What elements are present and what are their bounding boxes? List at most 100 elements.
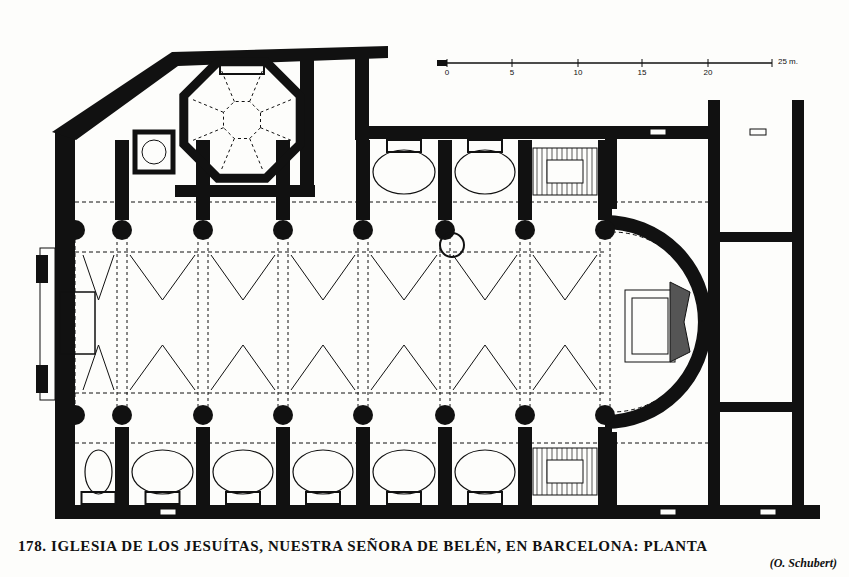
dome-rib (221, 138, 234, 170)
vault-rib (130, 255, 195, 300)
chapel-altar (468, 140, 502, 152)
scale-number: 5 (510, 69, 514, 78)
scale-tick (772, 59, 773, 67)
pier (193, 405, 213, 425)
scale-bar (437, 60, 447, 66)
vault-line (117, 230, 118, 415)
spiral-stair (142, 140, 166, 164)
stair-well (547, 160, 583, 183)
chapel-altar (220, 62, 264, 74)
pier (353, 405, 373, 425)
vault-rib (453, 345, 517, 390)
dome-rib (250, 138, 263, 170)
facade-ornament (36, 365, 48, 393)
scale-number: 0 (445, 69, 449, 78)
vault-rib (533, 345, 597, 390)
vault-line (288, 230, 289, 415)
wall (175, 185, 315, 197)
chapel-altar (226, 492, 260, 504)
wall (55, 505, 820, 519)
vault-line (75, 252, 605, 253)
retable (670, 282, 690, 362)
chapel-wall (276, 427, 290, 507)
dome-rib (191, 99, 223, 112)
chapel-oval (293, 450, 353, 494)
pier (193, 220, 213, 240)
stair-step (537, 448, 538, 495)
chapel-altar (387, 140, 421, 152)
wall (720, 232, 792, 242)
lantern (224, 102, 261, 139)
wall (605, 126, 708, 139)
dome-rib (260, 99, 292, 112)
author-credit: (O. Schubert) (770, 557, 837, 570)
scale-number: 10 (574, 69, 583, 78)
vault-line (278, 230, 279, 415)
chapel-altar (468, 492, 502, 504)
vault-rib (211, 345, 275, 390)
chapel-wall (356, 140, 370, 220)
vault-line (530, 230, 531, 415)
vault-line (208, 230, 209, 415)
chapel-wall (115, 140, 129, 220)
vault-line (520, 230, 521, 415)
stair-step (587, 148, 588, 195)
stair-step (592, 148, 593, 195)
pier (515, 405, 535, 425)
vault-rib (533, 255, 597, 300)
scale-tick (708, 59, 709, 67)
chapel-wall (115, 427, 129, 507)
spiral-stair (440, 233, 464, 257)
vault-rib (371, 255, 437, 300)
chapel-altar (387, 492, 421, 504)
vault-line (610, 230, 611, 415)
chapel-altar (146, 492, 180, 504)
chapel-wall (356, 427, 370, 507)
dome-rib (191, 128, 223, 141)
apse-wall (605, 222, 705, 422)
vault-rib (371, 345, 437, 390)
chapel-wall (438, 427, 452, 507)
scale-tick (512, 59, 513, 67)
window (160, 509, 176, 515)
octagon-chapel (184, 62, 300, 178)
wall (720, 402, 792, 412)
pier (435, 405, 455, 425)
wall (605, 505, 708, 519)
chapel-wall (518, 427, 532, 507)
chapel-oval (455, 150, 515, 194)
vault-line (368, 230, 369, 415)
vault-rib (291, 255, 355, 300)
pier (515, 220, 535, 240)
facade-ornament (36, 255, 48, 283)
vault-line (600, 230, 601, 415)
stair-step (537, 148, 538, 195)
figure-caption: 178. IGLESIA DE LOS JESUÍTAS, NUESTRA SE… (18, 538, 708, 555)
pier (273, 405, 293, 425)
stair (533, 448, 597, 495)
pier (112, 220, 132, 240)
vault-line (127, 230, 128, 415)
window (650, 129, 666, 135)
stair (533, 148, 597, 195)
wall (708, 100, 720, 519)
stair-step (592, 448, 593, 495)
portal (60, 292, 95, 354)
pier (112, 405, 132, 425)
chapel-wall (438, 140, 452, 220)
vault-line (440, 230, 441, 415)
window (660, 509, 676, 515)
stair-step (587, 448, 588, 495)
wall (792, 100, 804, 519)
wall (605, 432, 617, 505)
scale-tick (642, 59, 643, 67)
wall (355, 55, 369, 140)
window (760, 509, 776, 515)
chapel-oval (373, 450, 435, 494)
vault-line (358, 230, 359, 415)
scale-number: 20 (704, 69, 713, 78)
chapel-oval (85, 450, 112, 494)
vault-rib (130, 345, 195, 390)
chapel-oval (373, 150, 435, 194)
